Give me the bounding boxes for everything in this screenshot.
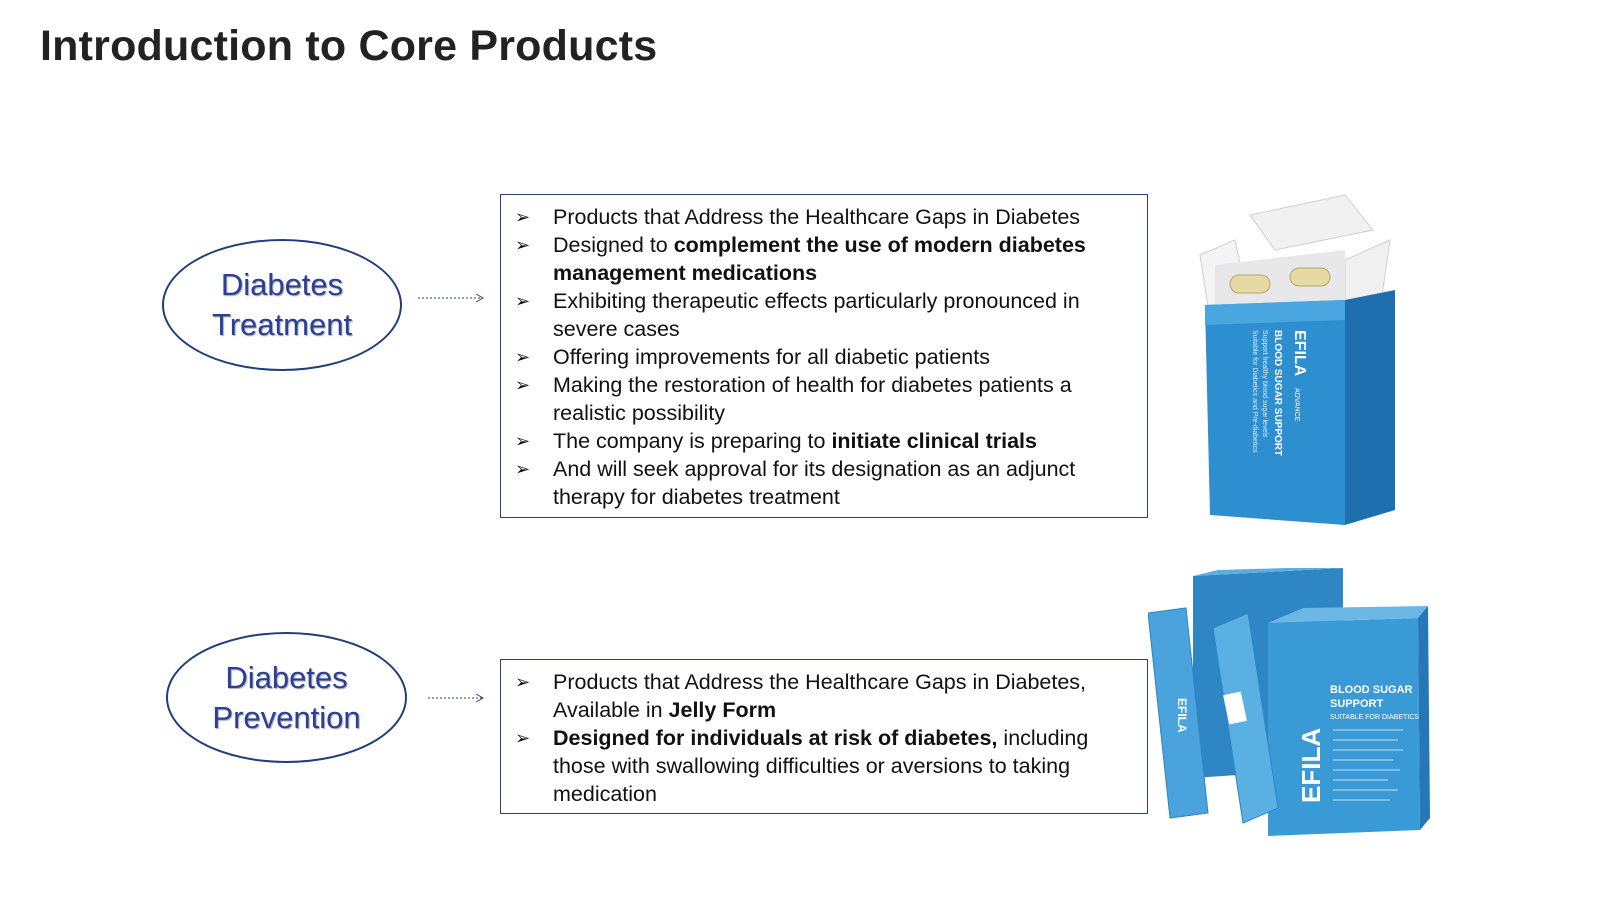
box-brand-text: EFILA [1291,330,1308,377]
list-item: ➢ Exhibiting therapeutic effects particul… [515,287,1133,343]
list-item: ➢ Designed to complement the use of moder… [515,231,1133,287]
arrow-bullet-icon: ➢ [515,672,531,692]
jelly-headline1-text: BLOOD SUGAR [1330,684,1413,696]
list-item: ➢ And will seek approval for its designat… [515,455,1133,511]
box-headline-text: BLOOD SUGAR SUPPORT [1272,330,1283,456]
arrow-bullet-icon: ➢ [515,291,531,311]
bullet-bold-text: initiate clinical trials [831,429,1037,453]
jelly-box-brand-text: EFILA [1296,728,1326,803]
arrow-bullet-icon: ➢ [515,207,531,227]
list-item: ➢ The company is preparing to initiate cl… [515,427,1133,455]
bullet-bold-text: complement the use of modern diabetes ma… [553,233,1086,285]
arrow-bullet-icon: ➢ [515,375,531,395]
list-item: ➢ Offering improvements for all diabetic … [515,343,1133,371]
jelly-sub-text: SUITABLE FOR DIABETICS [1330,714,1419,721]
list-item: ➢ Making the restoration of health for di… [515,371,1133,427]
bullet-text: Designed to [553,233,674,257]
prevention-label-line1: Diabetes [225,659,348,695]
treatment-info-box: ➢ Products that Address the Healthcare Ga… [500,194,1148,518]
diabetes-prevention-oval: Diabetes Prevention [166,632,407,763]
prevention-info-box: ➢ Products that Address the Healthcare Ga… [500,659,1148,814]
bullet-bold-text: Designed for individuals at risk of diab… [553,726,998,750]
bullet-text: Products that Address the Healthcare Gap… [553,670,1087,722]
efila-advance-box-image: EFILA ADVANCE BLOOD SUGAR SUPPORT Suppor… [1199,194,1395,525]
list-item: ➢ Products that Address the Healthcare Ga… [515,668,1133,724]
arrow-bullet-icon: ➢ [515,728,531,748]
arrow-bullet-icon: ➢ [515,235,531,255]
jelly-stick-brand-text: EFILA [1175,698,1189,733]
treatment-label-line1: Diabetes [220,267,344,302]
prevention-arrow-icon [428,693,485,703]
bullet-text: Offering improvements for all diabetic p… [553,345,990,369]
prevention-label-line2: Prevention [212,699,361,735]
diabetes-treatment-oval: Diabetes Treatment [162,239,402,371]
box-variant-text: ADVANCE [1293,388,1300,422]
efila-jelly-product-image: EFILA EFILA BLOOD SUGAR SUPPORT SUITABLE… [1148,568,1430,836]
box-sub2-text: Suitable for Diabetics and Pre-diabetics [1251,330,1258,453]
bullet-text: And will seek approval for its designati… [553,457,1076,509]
bullet-text: Exhibiting therapeutic effects particula… [553,289,1080,341]
arrow-bullet-icon: ➢ [515,431,531,451]
jelly-headline2-text: SUPPORT [1330,698,1383,710]
list-item: ➢ Designed for individuals at risk of dia… [515,724,1133,808]
page-title: Introduction to Core Products [40,22,658,70]
bullet-text: The company is preparing to [553,429,832,453]
list-item: ➢ Products that Address the Healthcare Ga… [515,203,1133,231]
arrow-bullet-icon: ➢ [515,347,531,367]
bullet-bold-text: Jelly Form [668,698,777,722]
arrow-bullet-icon: ➢ [515,459,531,479]
box-sub1-text: Support healthy blood sugar levels [1261,330,1268,438]
treatment-label-line2: Treatment [211,307,353,342]
treatment-arrow-icon [418,293,485,303]
bullet-text: Making the restoration of health for dia… [553,373,1072,425]
bullet-text: including those with swallowing difficul… [553,726,1089,806]
bullet-text: Products that Address the Healthcare Gap… [553,205,1081,229]
